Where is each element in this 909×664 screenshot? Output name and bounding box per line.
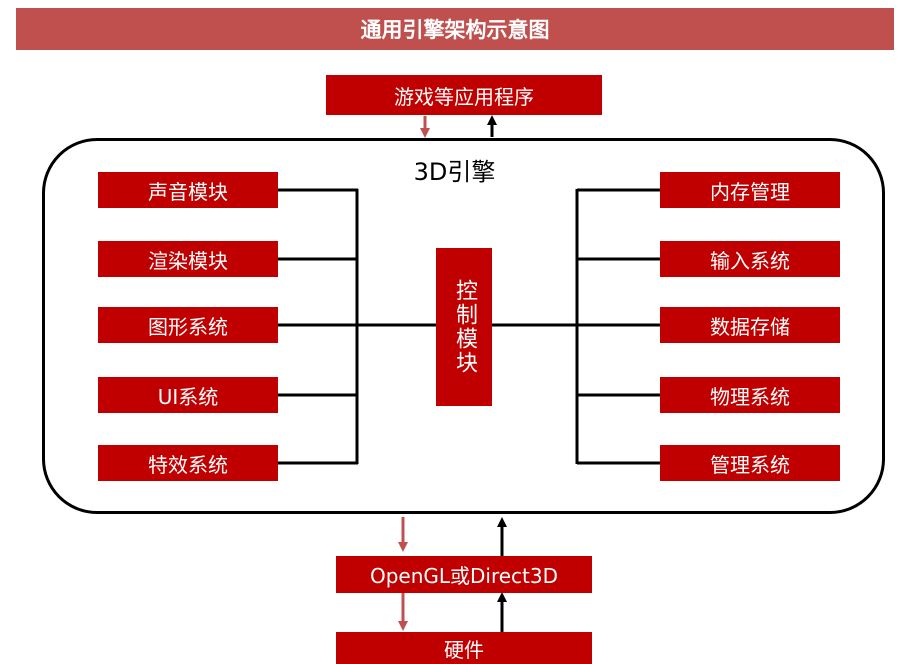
control-module: 控制模块 [436, 248, 492, 406]
engine-title: 3D引擎 [413, 158, 496, 186]
right-module-input: 输入系统 [660, 241, 840, 277]
left-module-graphics: 图形系统 [98, 307, 278, 343]
right-bus [492, 188, 660, 465]
hardware-box: 硬件 [336, 632, 592, 664]
application-box: 游戏等应用程序 [326, 75, 602, 115]
left-module-ui: UI系统 [98, 377, 278, 413]
right-module-storage: 数据存储 [660, 307, 840, 343]
right-module-memory: 内存管理 [660, 172, 840, 208]
graphics-api-box: OpenGL或Direct3D [336, 556, 592, 593]
left-module-render: 渲染模块 [98, 241, 278, 277]
left-module-effects: 特效系统 [98, 445, 278, 481]
diagram-title: 通用引擎架构示意图 [16, 8, 894, 50]
left-module-sound: 声音模块 [98, 172, 278, 208]
left-bus [278, 188, 436, 465]
right-module-physics: 物理系统 [660, 377, 840, 413]
right-module-management: 管理系统 [660, 445, 840, 481]
control-module-label: 控制模块 [452, 279, 477, 375]
